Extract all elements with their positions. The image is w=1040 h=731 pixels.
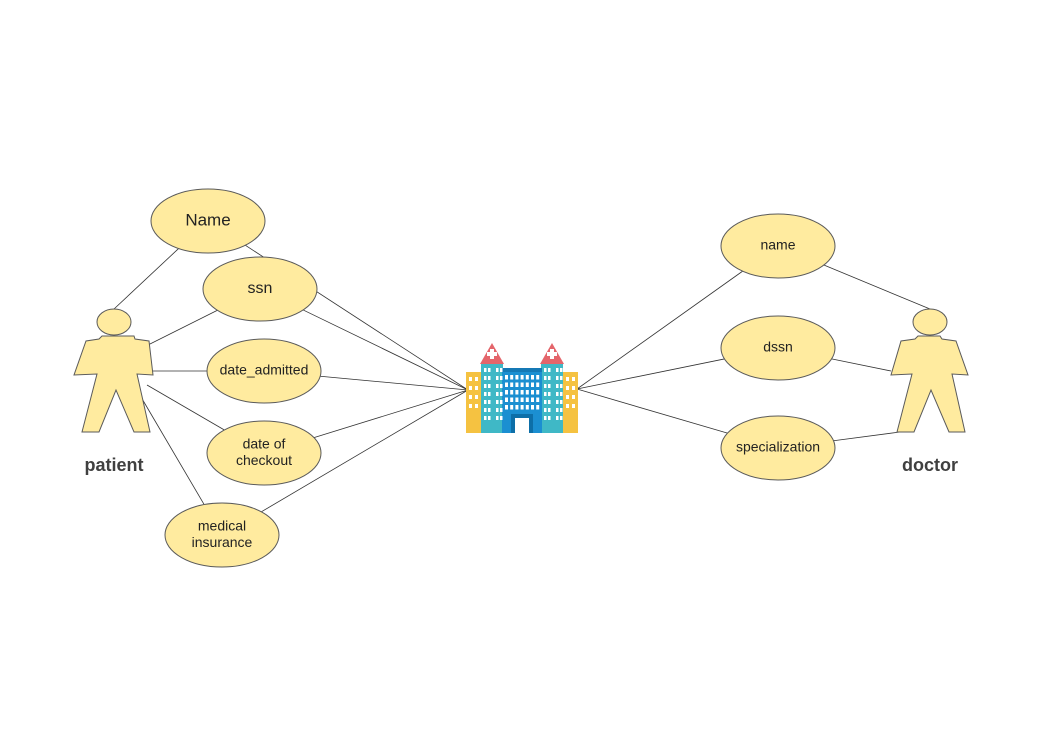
patient-attribute-date-admitted-label: date_admitted <box>220 362 309 378</box>
patient-actor-icon <box>73 308 154 433</box>
doctor-dssn-actor-link <box>831 358 892 372</box>
hospital-icon <box>466 343 578 433</box>
patient-attribute-medical-insurance-ellipse <box>164 502 280 568</box>
doctor-dssn-hospital-link <box>576 358 725 390</box>
patient-attribute-ssn: ssn <box>202 256 318 322</box>
doctor-specialization-actor-link <box>833 431 901 442</box>
doctor-name-hospital-link <box>576 270 743 390</box>
patient-attribute-date-admitted: date_admitted <box>206 338 322 404</box>
doctor-attribute-specialization: specialization <box>720 415 836 481</box>
patient-ssn-hospital-link <box>302 309 469 391</box>
doctor-name-actor-link <box>823 264 931 310</box>
patient-attribute-date-of-checkout-label: checkout <box>236 452 292 468</box>
patient-medical-insurance-hospital-link <box>261 389 469 513</box>
patient-attribute-ssn-label: ssn <box>248 280 273 297</box>
doctor-attribute-dssn-label: dssn <box>763 339 793 355</box>
doctor-attribute-name-ellipse <box>720 213 836 279</box>
doctor-attribute-dssn: dssn <box>720 315 836 381</box>
patient-medical-insurance-actor-link <box>140 396 205 505</box>
patient-date-of-checkout-hospital-link <box>313 389 469 438</box>
doctor-label: doctor <box>902 455 958 475</box>
doctor-attribute-name-label: name <box>760 237 795 253</box>
patient-attribute-date-of-checkout-label: date of <box>243 435 286 451</box>
doctor-attribute-specialization-ellipse <box>720 415 836 481</box>
doctor-specialization-hospital-link <box>576 388 728 434</box>
patient-attribute-medical-insurance-label: medical <box>198 517 246 533</box>
doctor-attribute-dssn-ellipse <box>720 315 836 381</box>
doctor-actor-icon <box>890 308 969 433</box>
patient-attribute-medical-insurance-label: insurance <box>192 534 253 550</box>
doctor-attribute-name: name <box>720 213 836 279</box>
patient-attribute-date-of-checkout-ellipse <box>206 420 322 486</box>
patient-attribute-name-ellipse <box>150 188 266 254</box>
patient-attribute-ssn-ellipse <box>202 256 318 322</box>
doctor-attribute-specialization-label: specialization <box>736 439 820 455</box>
patient-attribute-date-admitted-ellipse <box>206 338 322 404</box>
patient-ssn-actor-link <box>145 309 218 347</box>
patient-date-admitted-hospital-link <box>320 375 469 391</box>
patient-date-of-checkout-actor-link <box>146 384 225 431</box>
patient-label: patient <box>84 455 143 475</box>
patient-attribute-name: Name <box>150 188 266 254</box>
patient-attribute-name-label: Name <box>185 210 230 229</box>
patient-name-actor-link <box>113 248 179 310</box>
